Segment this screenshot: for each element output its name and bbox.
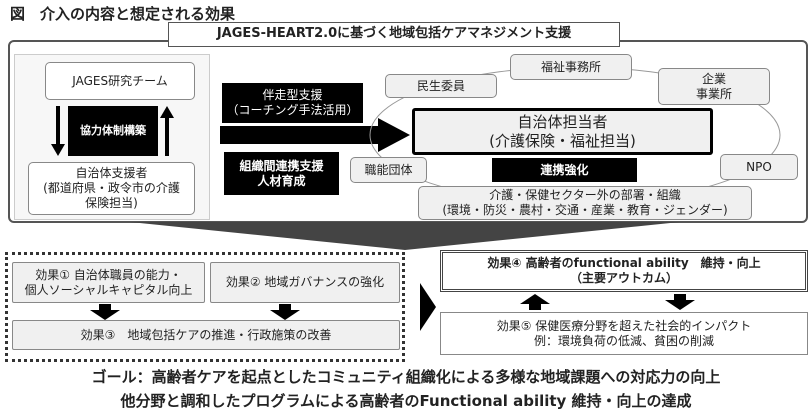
effects-group (5, 252, 405, 362)
down-arrow-icon (51, 106, 65, 156)
goal-line-2: 他分野と調和したプログラムによる高齢者のFunctional ability 維… (120, 392, 692, 410)
other-sectors-box: 介護・保健セクター外の部署・組織 (環境・防災・農村・交通・産業・教育・ジェンダ… (418, 186, 752, 220)
effect-3-box: 効果③ 地域包括ケアの推進・行政施策の改善 (12, 320, 400, 350)
big-right-arrow-icon (220, 118, 410, 152)
funnel-arrow-icon (130, 222, 680, 250)
down-arrow-icon (665, 294, 695, 310)
welfare-office-box: 福祉事務所 (510, 54, 632, 80)
goal-line-1: ゴール：高齢者ケアを起点としたコミュニティ組織化による多様な地域課題への対応力の… (91, 368, 721, 386)
up-arrow-icon (160, 106, 174, 156)
figure-title: 図 介入の内容と想定される効果 (10, 5, 236, 23)
up-arrow-icon (520, 294, 550, 310)
coaching-box: 伴走型支援 （コーチング手法活用） (222, 83, 363, 123)
collaboration-box: 連携強化 (492, 158, 637, 182)
research-team-box: JAGES研究チーム (45, 62, 195, 100)
program-header: JAGES-HEART2.0に基づく地域包括ケアマネジメント支援 (168, 22, 620, 47)
down-arrow-icon (270, 304, 300, 320)
professional-box: 職能団体 (350, 157, 427, 183)
company-box: 企業 事業所 (658, 68, 770, 105)
chevron-right-icon (420, 283, 436, 331)
cooperation-box: 協力体制構築 (68, 106, 158, 156)
supporter-box: 自治体支援者 (都道府県・政令市の介護 保険担当) (28, 162, 195, 215)
org-support-box: 組織間連携支援 人材育成 (224, 152, 339, 195)
municipal-staff-box: 自治体担当者 (介護保険・福祉担当) (412, 108, 713, 155)
down-arrow-icon (90, 304, 120, 320)
effect-2-box: 効果② 地域ガバナンスの強化 (210, 262, 400, 303)
npo-box: NPO (720, 154, 798, 180)
effect-4-box: 効果④ 高齢者のfunctional ability 維持・向上 （主要アウトカ… (440, 250, 808, 292)
minsei-box: 民生委員 (385, 74, 497, 98)
effect-5-box: 効果⑤ 保健医療分野を超えた社会的インパクト 例：環境負荷の低減、貧困の削減 (440, 312, 808, 355)
effect-1-box: 効果① 自治体職員の能力・ 個人ソーシャルキャピタル向上 (12, 262, 205, 303)
